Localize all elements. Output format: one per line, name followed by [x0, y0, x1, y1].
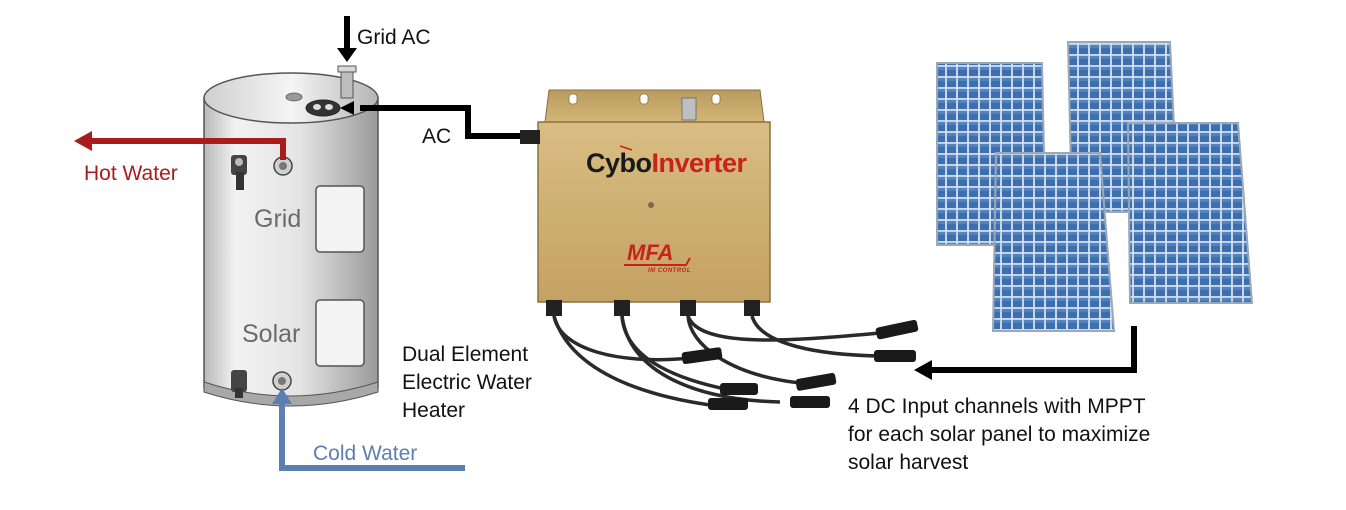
grid-ac-label: Grid AC	[357, 26, 431, 49]
ac-line-arrow	[340, 101, 527, 139]
heater-label-line1: Dual Element	[402, 343, 528, 366]
hot-water-label: Hot Water	[84, 162, 178, 185]
cold-water-label: Cold Water	[313, 442, 417, 465]
cyboinverter-logo: CyboInverter	[586, 145, 748, 178]
water-heater-icon: Grid Solar	[203, 65, 379, 407]
drain-valve-icon	[231, 370, 247, 398]
relief-valve-icon	[231, 155, 247, 190]
hot-water-arrow	[74, 131, 286, 160]
ac-label: AC	[422, 125, 451, 148]
mfa-logo-main: MFA	[627, 240, 673, 265]
cold-water-arrow	[272, 388, 465, 471]
dc-label-line2: for each solar panel to maximize	[848, 423, 1150, 446]
brand-part2: Inverter	[652, 148, 748, 178]
svg-text:CyboInverter: CyboInverter	[586, 148, 748, 178]
inverter-box-icon: CyboInverter MFA IM CONTROL	[520, 89, 771, 316]
grid-ac-arrow	[337, 16, 357, 62]
tank-grid-label: Grid	[254, 205, 301, 233]
mfa-logo-sub: IM CONTROL	[648, 268, 691, 274]
brand-part1: Cybo	[586, 148, 652, 178]
dc-input-arrow	[914, 326, 1137, 380]
mfa-logo: MFA IM CONTROL	[624, 240, 691, 274]
dc-label-line1: 4 DC Input channels with MPPT	[848, 395, 1146, 418]
mc4-connectors	[681, 319, 919, 410]
heater-label-line2: Electric Water	[402, 371, 532, 394]
solar-panel-icon	[936, 41, 1254, 332]
tank-solar-label: Solar	[242, 320, 300, 348]
dc-label-line3: solar harvest	[848, 451, 968, 474]
heater-label-line3: Heater	[402, 399, 465, 422]
dc-cables	[552, 315, 881, 407]
